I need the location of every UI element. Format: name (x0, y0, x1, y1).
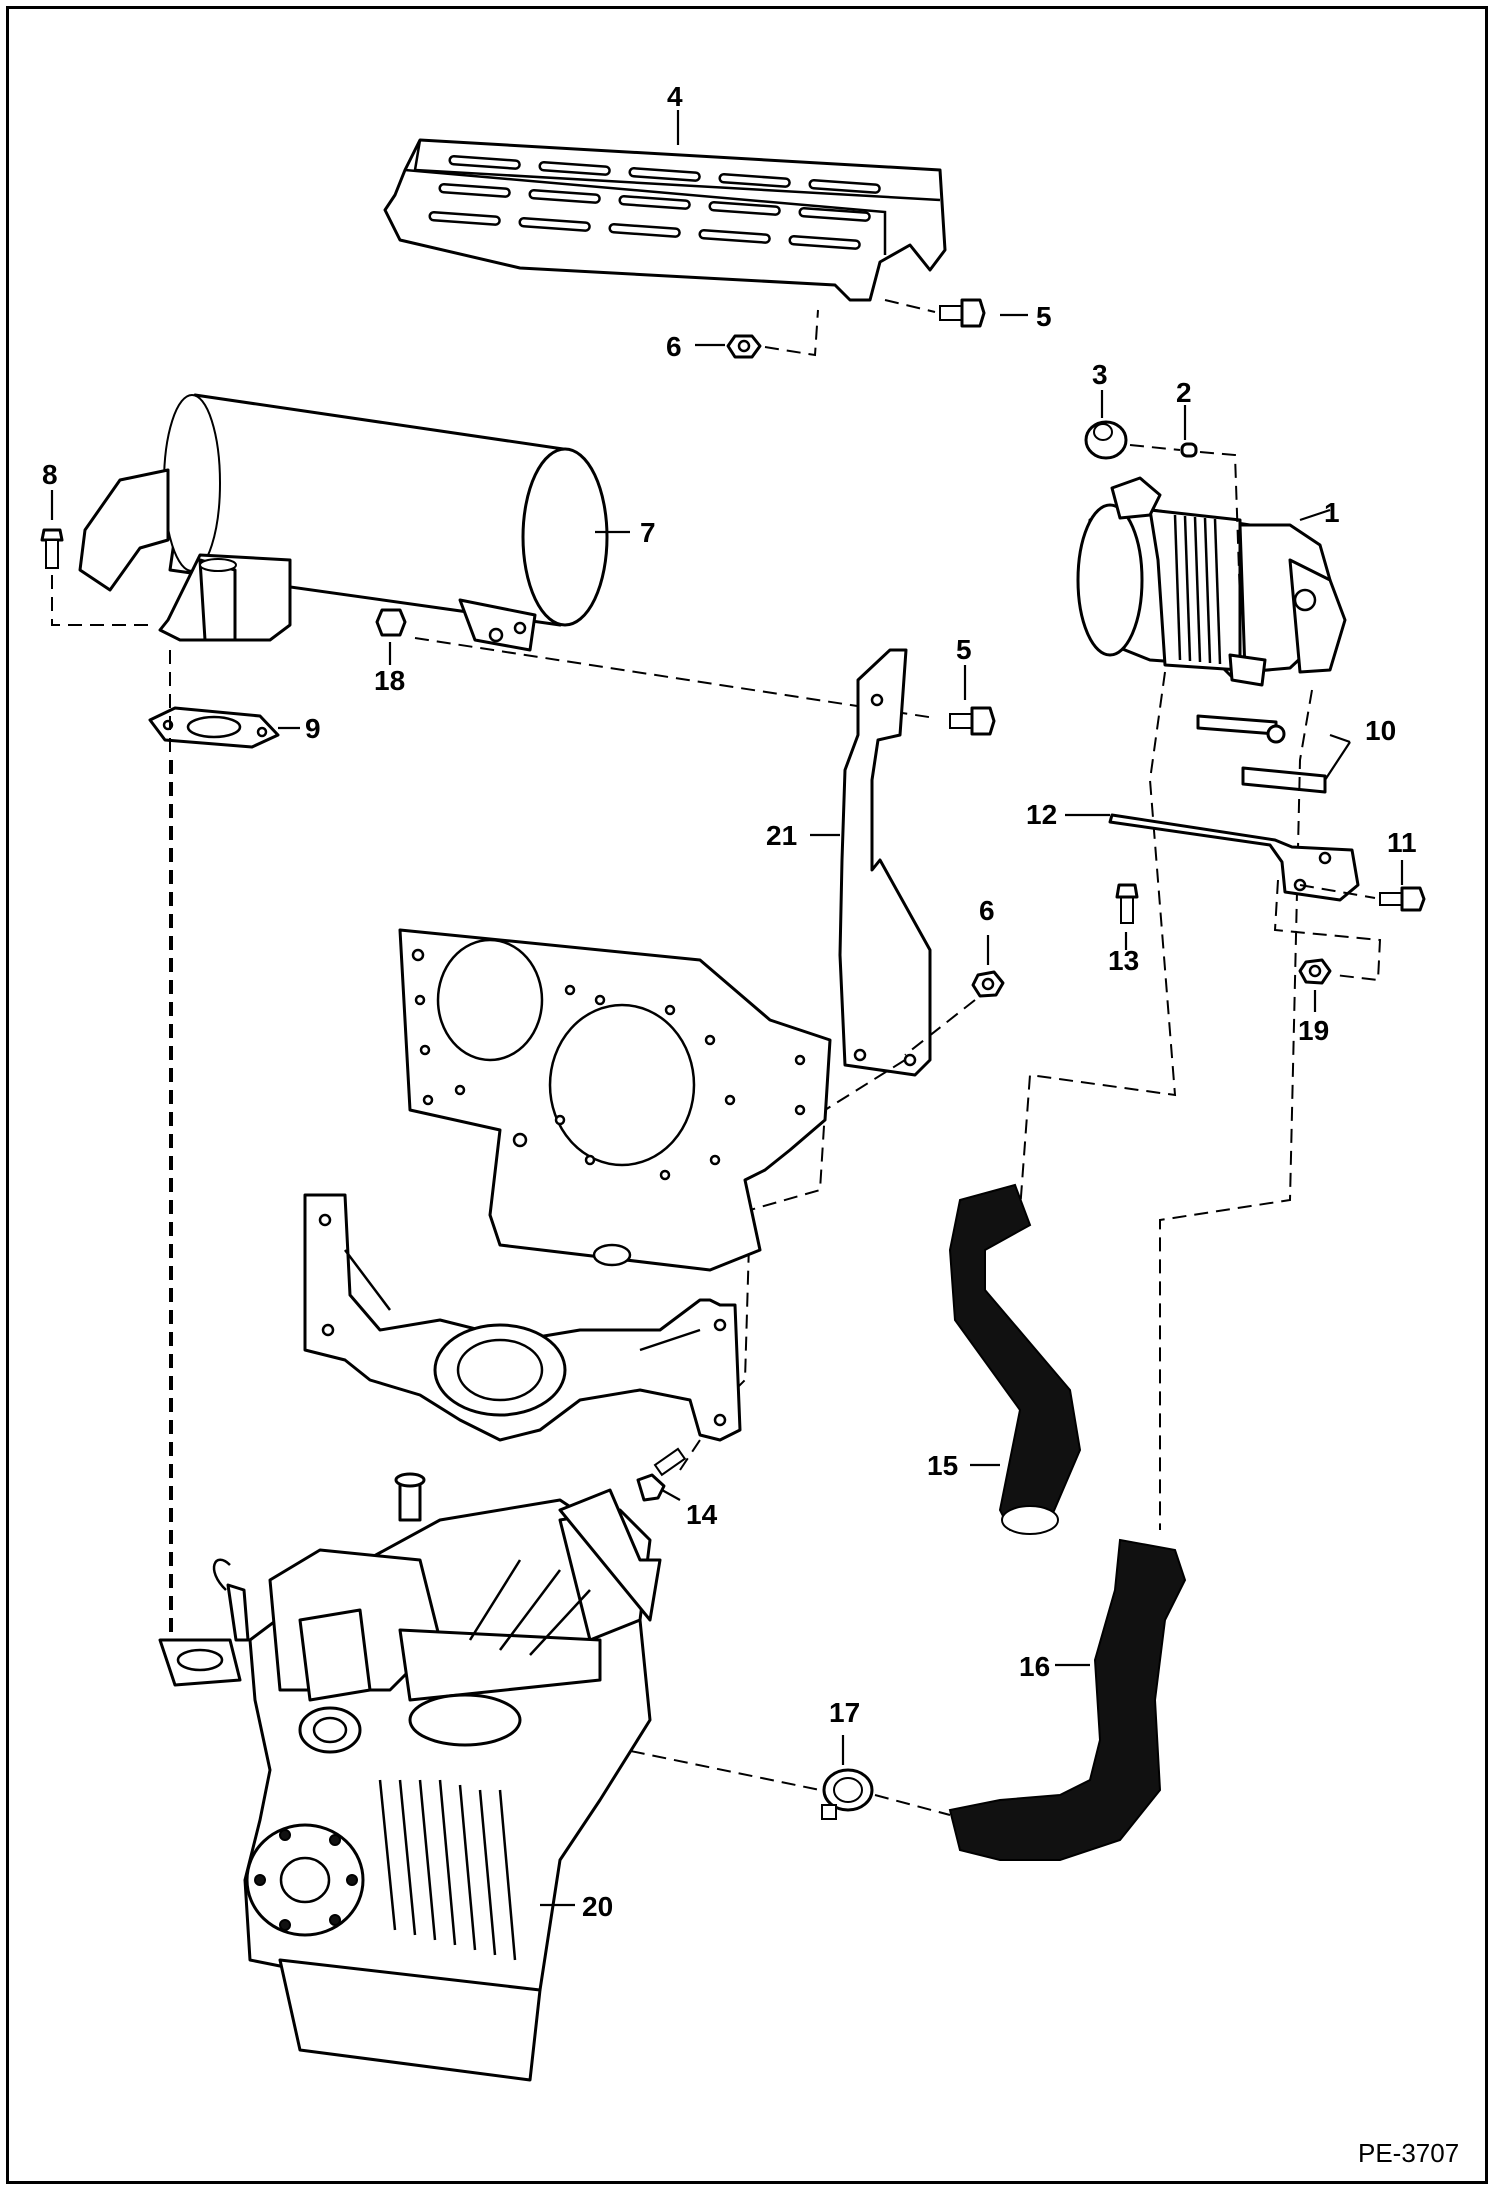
callout-21: 21 (766, 820, 797, 851)
callout-12: 12 (1026, 799, 1057, 830)
air-cleaner-part (1076, 476, 1347, 687)
callout-19: 19 (1298, 1015, 1329, 1046)
callout-2: 2 (1176, 377, 1192, 408)
strap-part-12 (1108, 813, 1360, 902)
bolt-part-13 (1115, 883, 1139, 924)
callout-3: 3 (1092, 359, 1108, 390)
spacer-part-10 (1196, 714, 1327, 794)
callout-17: 17 (829, 1697, 860, 1728)
bolt-part-14 (636, 1447, 687, 1502)
bolt-part-8 (40, 528, 64, 569)
callout-7: 7 (640, 517, 656, 548)
nut-part-18 (375, 608, 407, 637)
engine-part-20 (158, 1472, 662, 2082)
bolt-part-middle (949, 706, 996, 736)
bolt-part-top (939, 298, 986, 328)
shield-slots (428, 155, 881, 250)
cap-part-3 (1084, 420, 1128, 460)
heat-shield-part (383, 138, 947, 302)
callout-10: 10 (1365, 715, 1396, 746)
engine-mount-part (303, 1193, 742, 1442)
nut-part-19 (1298, 958, 1332, 985)
plug-part-2 (1180, 442, 1198, 458)
document-id: PE-3707 (1358, 2138, 1459, 2168)
callout-8: 8 (42, 459, 58, 490)
callout-6-top: 6 (666, 331, 682, 362)
clamp-part-17 (821, 1768, 874, 1820)
callout-13: 13 (1108, 945, 1139, 976)
hose-part-16 (948, 1538, 1187, 1861)
air-cleaner-ribs (1173, 514, 1222, 665)
callout-5-middle: 5 (956, 634, 972, 665)
callout-14: 14 (686, 1499, 718, 1530)
callout-4: 4 (667, 81, 683, 112)
callout-1: 1 (1324, 497, 1340, 528)
callout-6-middle: 6 (979, 895, 995, 926)
hose-part-15 (948, 1183, 1082, 1535)
callout-5-top: 5 (1036, 301, 1052, 332)
leader-lines (50, 110, 1404, 1907)
bolt-part-11 (1379, 886, 1426, 912)
nut-part-middle (971, 970, 1005, 998)
mounting-bracket-part (838, 648, 932, 1077)
callout-11: 11 (1387, 827, 1417, 858)
callout-16: 16 (1019, 1651, 1050, 1682)
callout-20: 20 (582, 1891, 613, 1922)
engine-back-plate-part (398, 928, 832, 1272)
diagram-frame (6, 6, 1488, 2184)
gasket-part (148, 706, 280, 749)
callout-18: 18 (374, 665, 405, 696)
nut-part-top (726, 334, 762, 359)
callout-15: 15 (927, 1450, 958, 1481)
callout-9: 9 (305, 713, 321, 744)
engine-fins (378, 1559, 591, 1961)
muffler-part (78, 393, 609, 652)
